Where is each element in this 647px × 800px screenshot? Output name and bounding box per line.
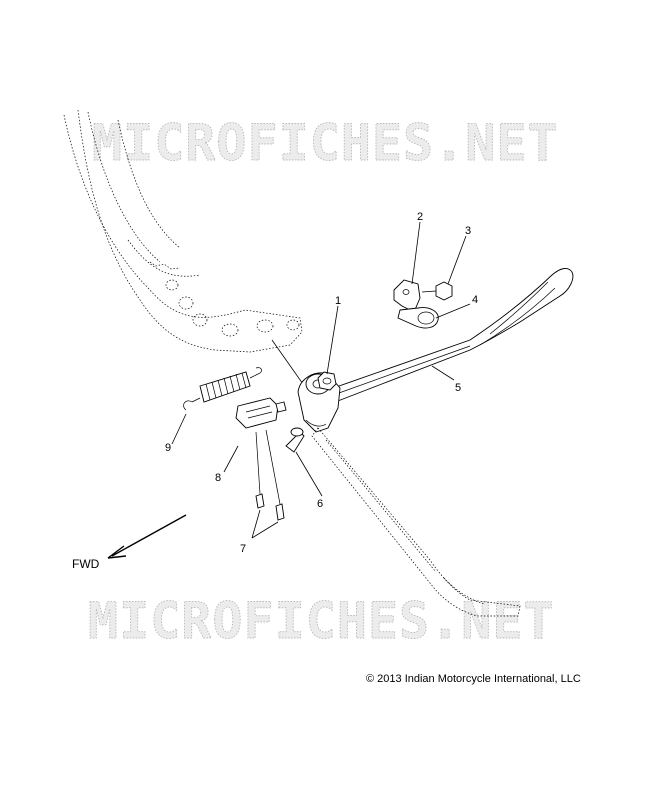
frame-tube bbox=[63, 109, 303, 353]
sensor-part bbox=[235, 397, 287, 429]
nut-part bbox=[317, 371, 337, 391]
screws-part bbox=[255, 429, 285, 521]
watermark-bottom: MICROFICHES.NET bbox=[88, 592, 555, 650]
callout-8: 8 bbox=[215, 472, 221, 484]
leader-lines bbox=[171, 221, 471, 539]
callout-6: 6 bbox=[317, 498, 323, 510]
callout-9: 9 bbox=[165, 442, 171, 454]
callout-2: 2 bbox=[417, 211, 423, 223]
callout-1: 1 bbox=[335, 295, 341, 307]
pin-part bbox=[285, 427, 305, 453]
bracket-part bbox=[393, 279, 421, 313]
callout-3: 3 bbox=[465, 225, 471, 237]
spring-part bbox=[183, 367, 262, 411]
bolt-part bbox=[421, 281, 453, 301]
callout-7: 7 bbox=[240, 543, 246, 555]
callout-4: 4 bbox=[472, 294, 478, 306]
callout-5: 5 bbox=[455, 382, 461, 394]
forward-arrow bbox=[107, 514, 187, 559]
fwd-label: FWD bbox=[72, 557, 100, 571]
copyright-text: © 2013 Indian Motorcycle International, … bbox=[366, 673, 581, 685]
plug-part bbox=[397, 307, 439, 329]
watermark-top: MICROFICHES.NET bbox=[92, 114, 559, 172]
kickstand-extended-dotted bbox=[311, 427, 521, 617]
kickstand-leg bbox=[321, 268, 574, 405]
